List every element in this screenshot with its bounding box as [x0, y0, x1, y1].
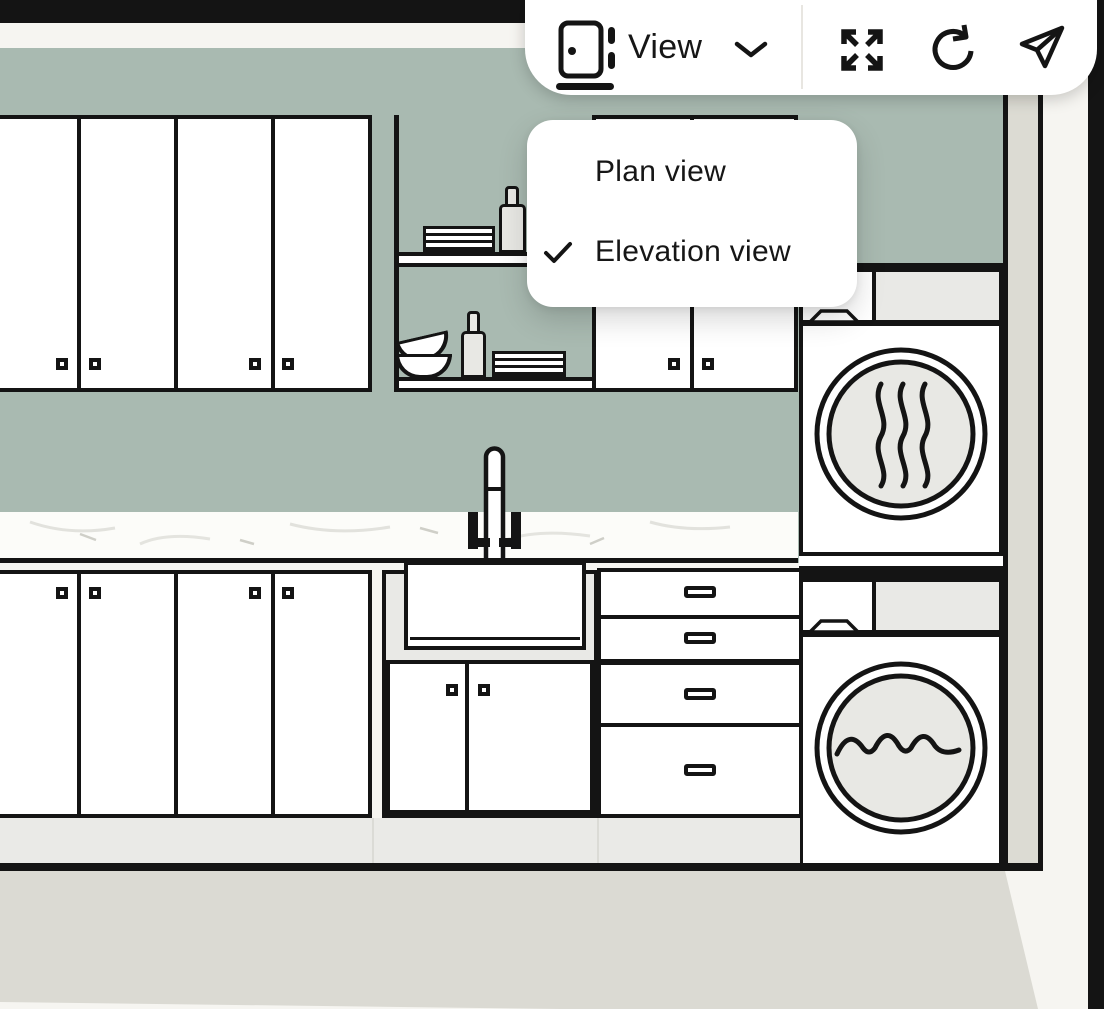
drawer-handle — [684, 586, 716, 598]
drawer-handle — [684, 632, 716, 644]
laundry-counter-band — [799, 566, 1003, 578]
plate-stack[interactable] — [423, 226, 495, 253]
faucet-handle-right — [511, 512, 521, 549]
heat-waves-icon — [875, 381, 931, 489]
menu-item-plan-view[interactable]: Plan view — [539, 144, 845, 202]
washer-drawer-handle — [806, 619, 862, 633]
countertop-marble[interactable] — [0, 512, 798, 558]
sink-basin[interactable] — [404, 561, 586, 650]
cabinet-door-divider — [174, 115, 178, 392]
door-handle — [56, 358, 68, 370]
door-handle — [478, 684, 490, 696]
view-button-label: View — [628, 28, 703, 66]
marble-veins — [29, 520, 731, 546]
drawer-divider — [601, 615, 799, 619]
toe-kick — [0, 818, 800, 863]
base-cabinet-left[interactable] — [0, 570, 372, 818]
floor — [0, 871, 1038, 1009]
drawer-handle — [684, 688, 716, 700]
door-handle — [89, 358, 101, 370]
door-handle — [249, 587, 261, 599]
dryer-drum — [814, 347, 988, 521]
door-handle — [56, 587, 68, 599]
check-icon — [544, 242, 572, 263]
share-button[interactable] — [1013, 20, 1071, 76]
washer-drum — [814, 661, 988, 835]
right-edge-strip — [1088, 0, 1104, 1009]
door-handle — [282, 358, 294, 370]
door-handle — [446, 684, 458, 696]
chevron-down-icon — [734, 41, 768, 58]
menu-item-elevation-view[interactable]: Elevation view — [539, 224, 845, 282]
cabinet-door-divider — [77, 570, 81, 818]
door-handle — [89, 587, 101, 599]
counter-front-edge — [0, 558, 798, 563]
send-plane-icon — [1019, 25, 1065, 69]
cabinet-door-divider — [465, 660, 469, 814]
cabinet-door-divider — [174, 570, 178, 818]
faucet-handle-left — [468, 512, 478, 549]
cabinet-door-divider — [271, 570, 275, 818]
washer-top-panel — [872, 578, 1003, 634]
view-menu: Plan view Elevation view — [527, 120, 857, 307]
door-elevation-icon — [556, 20, 615, 90]
plate-stack[interactable] — [492, 351, 566, 378]
door-handle — [249, 358, 261, 370]
drawer-divider — [601, 723, 799, 727]
dryer-top-panel — [872, 268, 1003, 324]
bottle-body[interactable] — [461, 331, 486, 378]
expand-arrows-icon — [841, 29, 883, 71]
view-button[interactable]: View — [540, 8, 780, 92]
wall-end-panel — [1003, 26, 1043, 863]
sink-basin-inner-line — [410, 637, 580, 640]
door-handle — [702, 358, 714, 370]
toolbar-divider — [801, 5, 803, 89]
rotate-clockwise-icon — [932, 24, 974, 70]
shelf-side-support — [394, 115, 399, 392]
door-handle — [282, 587, 294, 599]
expand-button[interactable] — [831, 19, 893, 81]
dryer-shelf-line — [799, 263, 1003, 268]
menu-item-label: Plan view — [595, 155, 727, 188]
menu-item-label: Elevation view — [595, 235, 791, 268]
cabinet-door-divider — [77, 115, 81, 392]
rotate-button[interactable] — [921, 18, 981, 80]
water-wave-icon — [834, 733, 962, 757]
upper-cabinet-left[interactable] — [0, 115, 372, 392]
drawer-unit[interactable] — [597, 568, 803, 818]
sink-cabinet-doors[interactable] — [386, 660, 594, 814]
toolbar — [525, 0, 1097, 95]
open-shelf-lower[interactable] — [399, 377, 592, 392]
cabinet-door-divider — [271, 115, 275, 392]
bottle-body[interactable] — [499, 204, 526, 253]
door-handle — [668, 358, 680, 370]
dryer-drawer-handle — [806, 309, 862, 323]
faucet[interactable] — [455, 444, 531, 564]
drawer-handle — [684, 764, 716, 776]
floor-line — [0, 863, 1043, 871]
drawer-divider — [601, 659, 799, 665]
